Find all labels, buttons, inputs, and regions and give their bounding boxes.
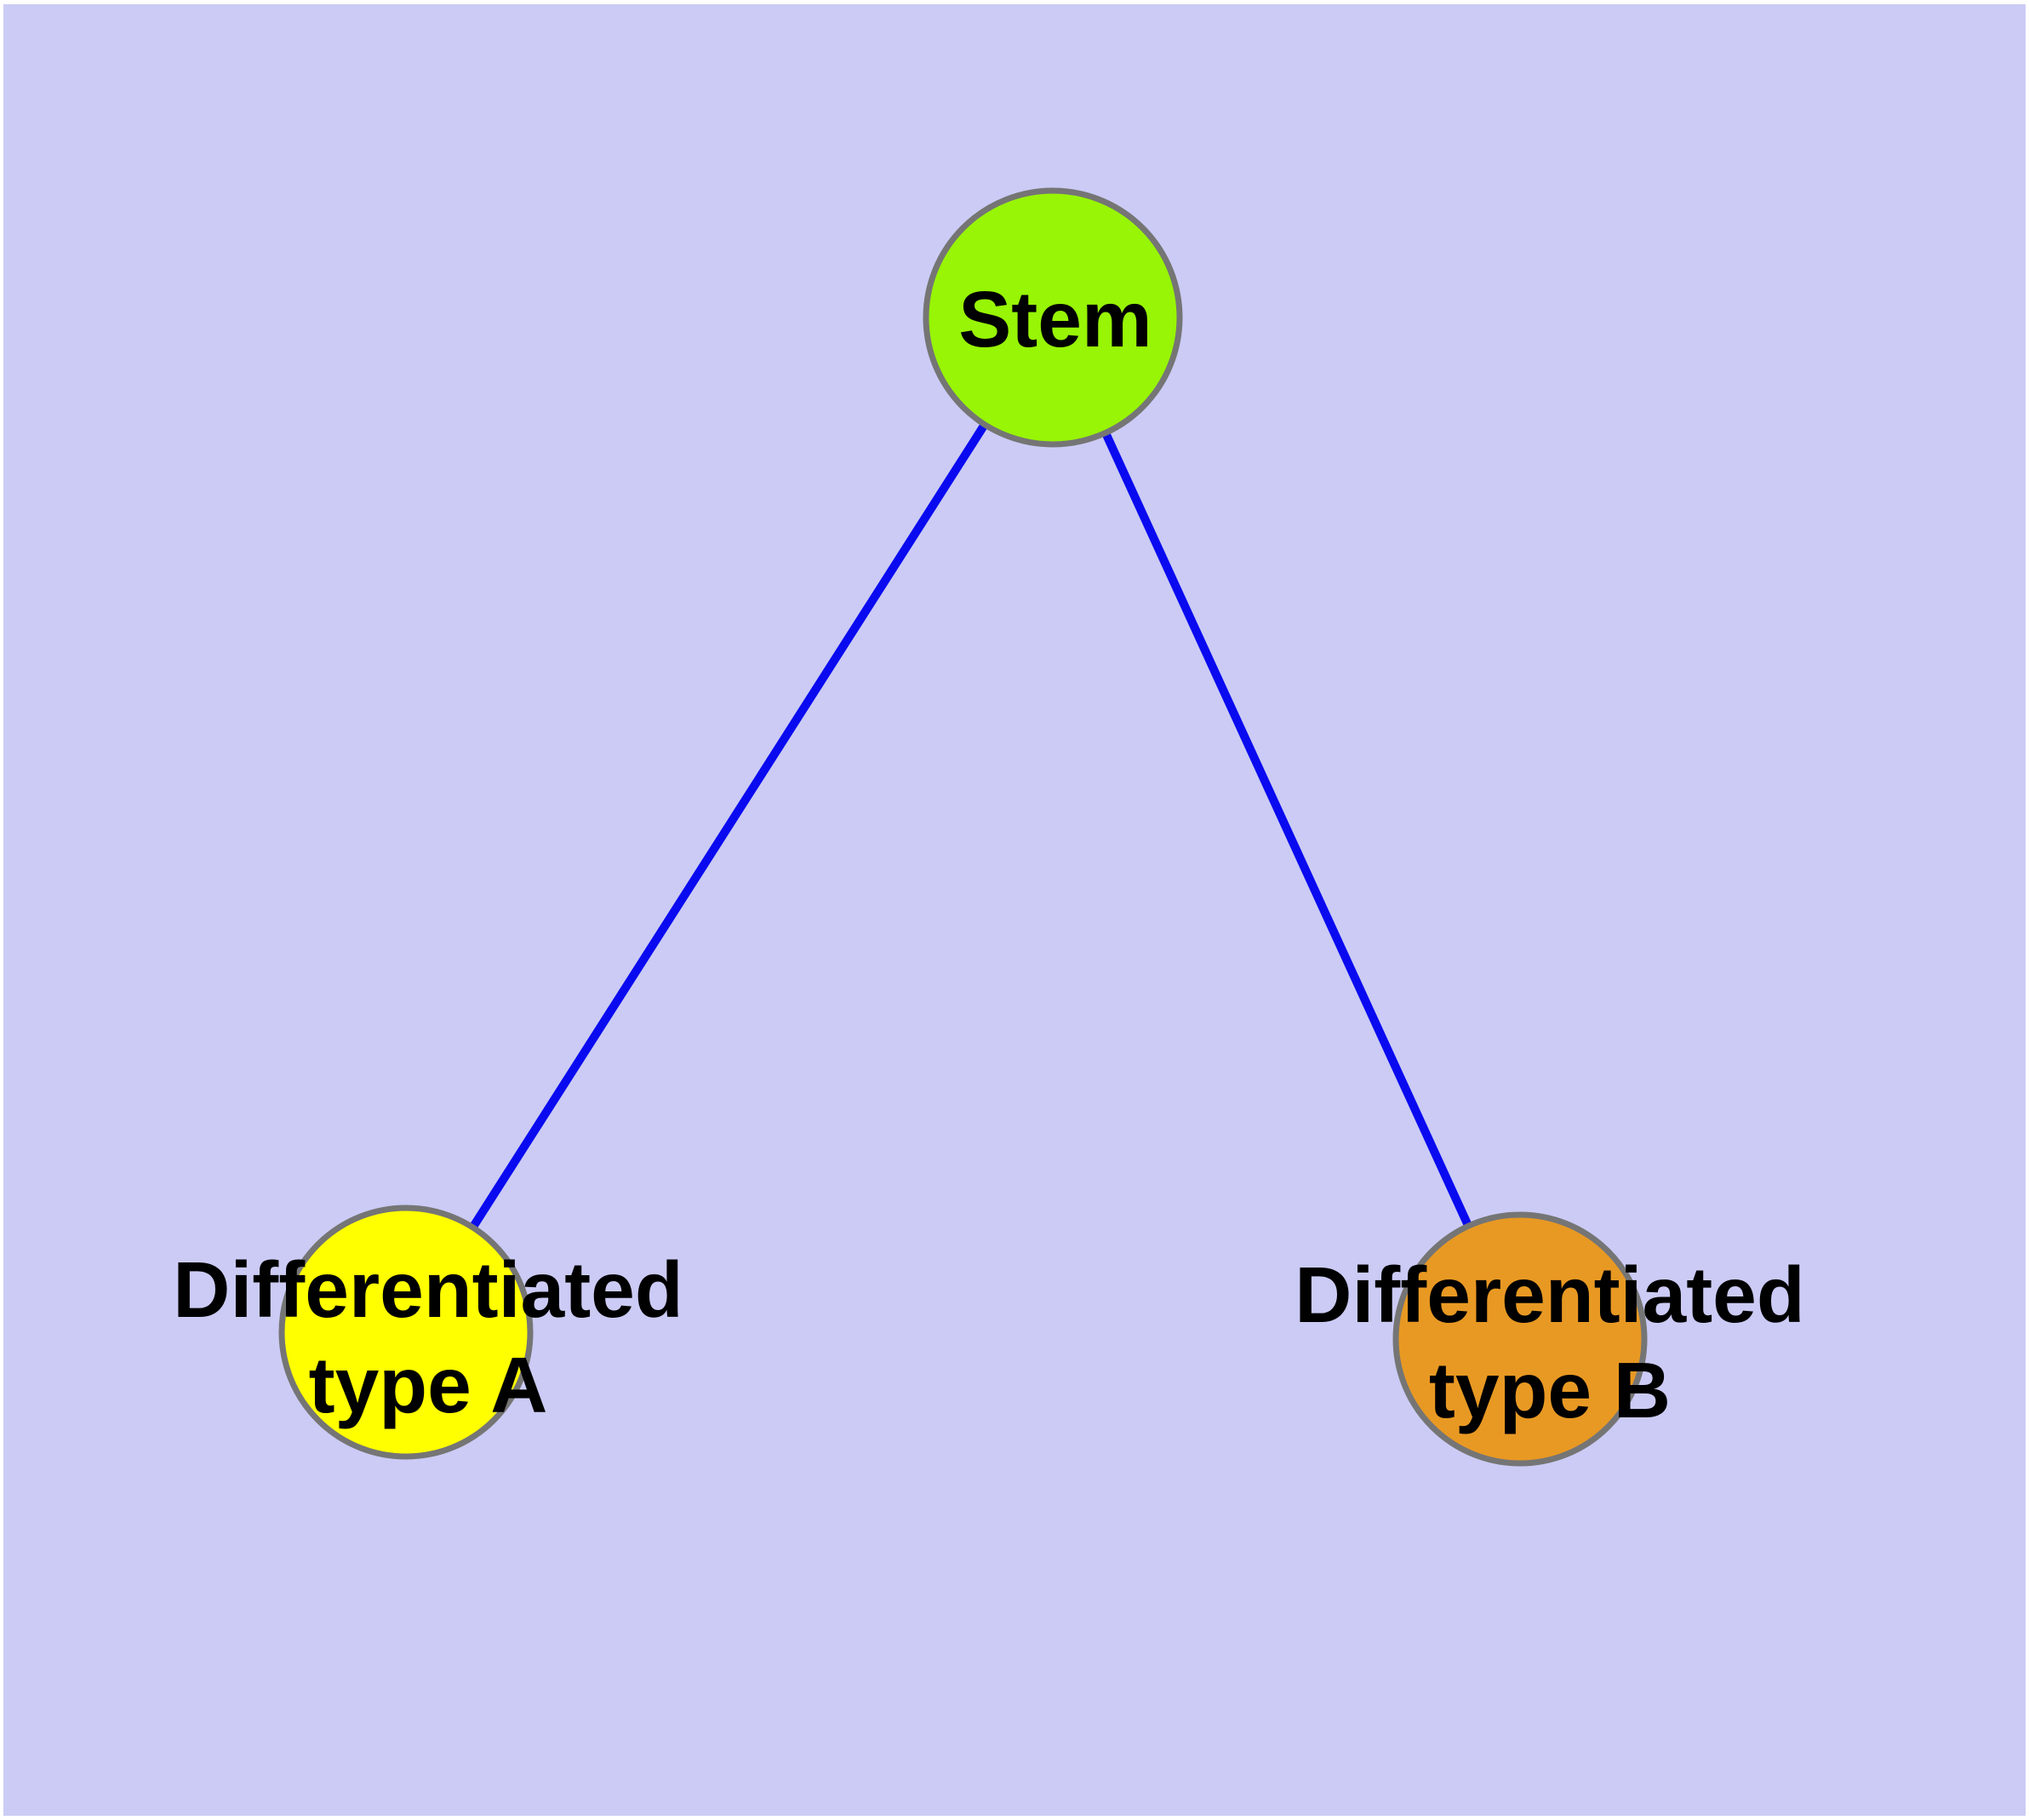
node-stem [923,187,1183,448]
node-type-a-label-line2: type A [309,1341,548,1429]
edge-stem-to-type-a [402,315,1057,1335]
node-stem-circle [923,187,1183,448]
cell-lineage-graph: Stem Differentiated type A Differentiate… [3,4,2026,1816]
node-type-b-circle [1392,1211,1648,1467]
node-stem-label: Stem [958,275,1152,363]
node-differentiated-type-a [278,1205,534,1460]
node-type-a-label-line1: Differentiated [173,1245,683,1334]
node-differentiated-type-b [1392,1211,1648,1467]
edge-stem-to-type-b [1049,315,1524,1342]
node-type-a-circle [278,1205,534,1460]
node-type-b-label-line1: Differentiated [1295,1251,1804,1339]
diagram-background: Stem Differentiated type A Differentiate… [3,4,2026,1816]
node-type-b-label-line2: type B [1429,1346,1671,1434]
